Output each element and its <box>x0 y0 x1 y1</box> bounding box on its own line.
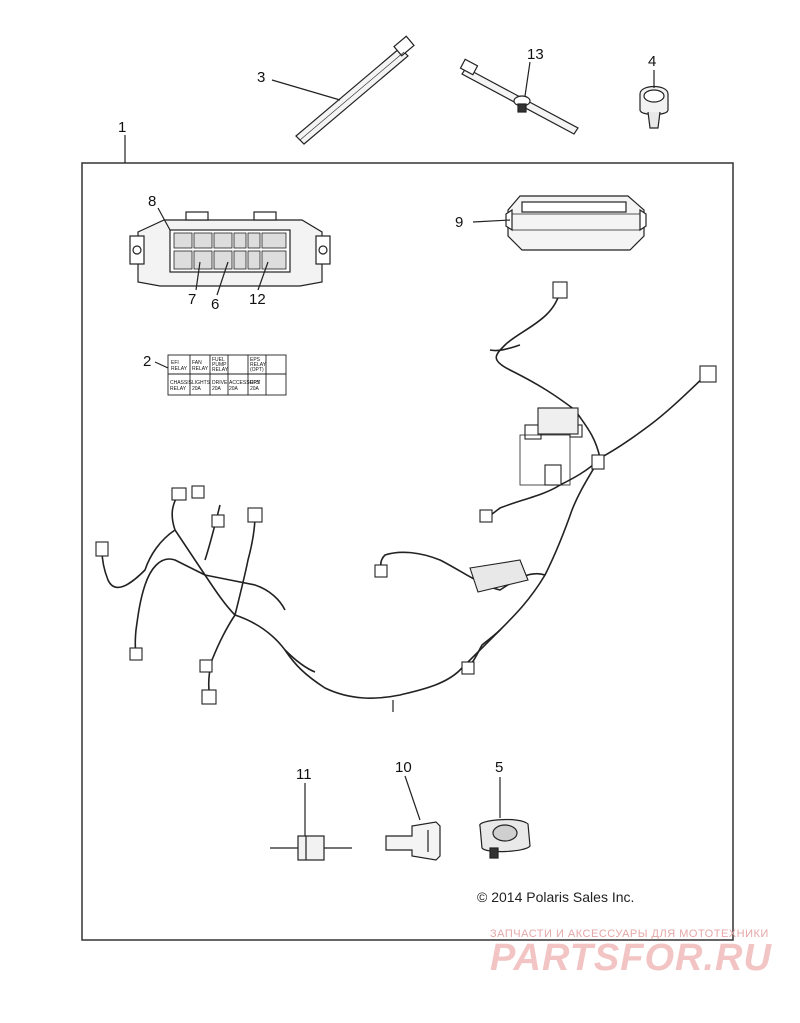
svg-text:20A: 20A <box>229 386 239 392</box>
leader-9 <box>472 219 511 223</box>
svg-text:20A: 20A <box>192 386 202 392</box>
decal-text: EFI RELAY FAN RELAY FUEL PUMP RELAY EPS … <box>170 357 267 392</box>
leader-6 <box>216 261 229 296</box>
leader-13 <box>524 61 531 97</box>
svg-text:PUMP: PUMP <box>212 362 227 368</box>
callout-6: 6 <box>211 296 219 313</box>
fuse-relay-box-part <box>129 211 331 287</box>
svg-text:RELAY: RELAY <box>250 362 267 368</box>
svg-text:RELAY: RELAY <box>192 366 209 372</box>
connector-part <box>479 818 531 859</box>
callout-labels: 1 2 3 4 5 6 7 8 9 10 11 12 13 <box>118 46 656 783</box>
callout-2: 2 <box>143 353 151 370</box>
decal-row1-1: EFI <box>171 360 179 366</box>
decal-row2-5: EPS <box>250 380 261 386</box>
leader-3 <box>271 79 341 101</box>
decal-row1-5: EPS <box>250 357 261 363</box>
callout-12: 12 <box>249 291 266 308</box>
leader-12 <box>257 261 269 291</box>
watermark-brand: PARTSFOR.RU <box>490 937 772 979</box>
decal-row2-4: ACCESSORY <box>229 380 261 386</box>
push-mount-tie-part <box>459 58 579 135</box>
clip-part <box>639 85 669 129</box>
callout-7: 7 <box>188 291 196 308</box>
leader-10 <box>404 775 421 821</box>
svg-text:RELAY: RELAY <box>171 366 188 372</box>
copyright-text: © 2014 Polaris Sales Inc. <box>477 889 635 905</box>
fuse-box-cover-part <box>505 195 647 251</box>
svg-text:(OPT): (OPT) <box>250 367 264 373</box>
diode-part <box>270 835 352 861</box>
decal-row2-3: DRIVE <box>212 380 228 386</box>
watermark-tagline: ЗАПЧАСТИ И АКСЕССУАРЫ ДЛЯ МОТОТЕХНИКИ <box>490 928 769 940</box>
leader-8 <box>157 207 171 231</box>
leader-7 <box>195 261 201 291</box>
terminal-part <box>385 821 441 861</box>
callout-4: 4 <box>648 53 656 70</box>
callout-8: 8 <box>148 193 156 210</box>
callout-3: 3 <box>257 69 265 86</box>
harness-connectors <box>95 281 717 705</box>
callout-11: 11 <box>296 766 312 783</box>
cable-tie-part <box>295 35 415 145</box>
leader-2 <box>154 361 169 369</box>
svg-text:RELAY: RELAY <box>212 367 229 373</box>
decal-row2-1: CHASSIS <box>170 380 193 386</box>
kit-boundary-box <box>81 162 734 941</box>
callout-10: 10 <box>395 759 412 776</box>
callout-5: 5 <box>495 759 503 776</box>
svg-text:20A: 20A <box>250 386 260 392</box>
callout-9: 9 <box>455 214 463 231</box>
decal-row1-3: FUEL <box>212 357 225 363</box>
svg-text:RELAY: RELAY <box>170 386 187 392</box>
callout-1: 1 <box>118 119 126 136</box>
fuse-decal-part <box>167 354 287 396</box>
callout-13: 13 <box>527 46 544 63</box>
decal-row1-2: FAN <box>192 360 202 366</box>
decal-row2-2: LIGHTS <box>192 380 211 386</box>
svg-text:20A: 20A <box>212 386 222 392</box>
